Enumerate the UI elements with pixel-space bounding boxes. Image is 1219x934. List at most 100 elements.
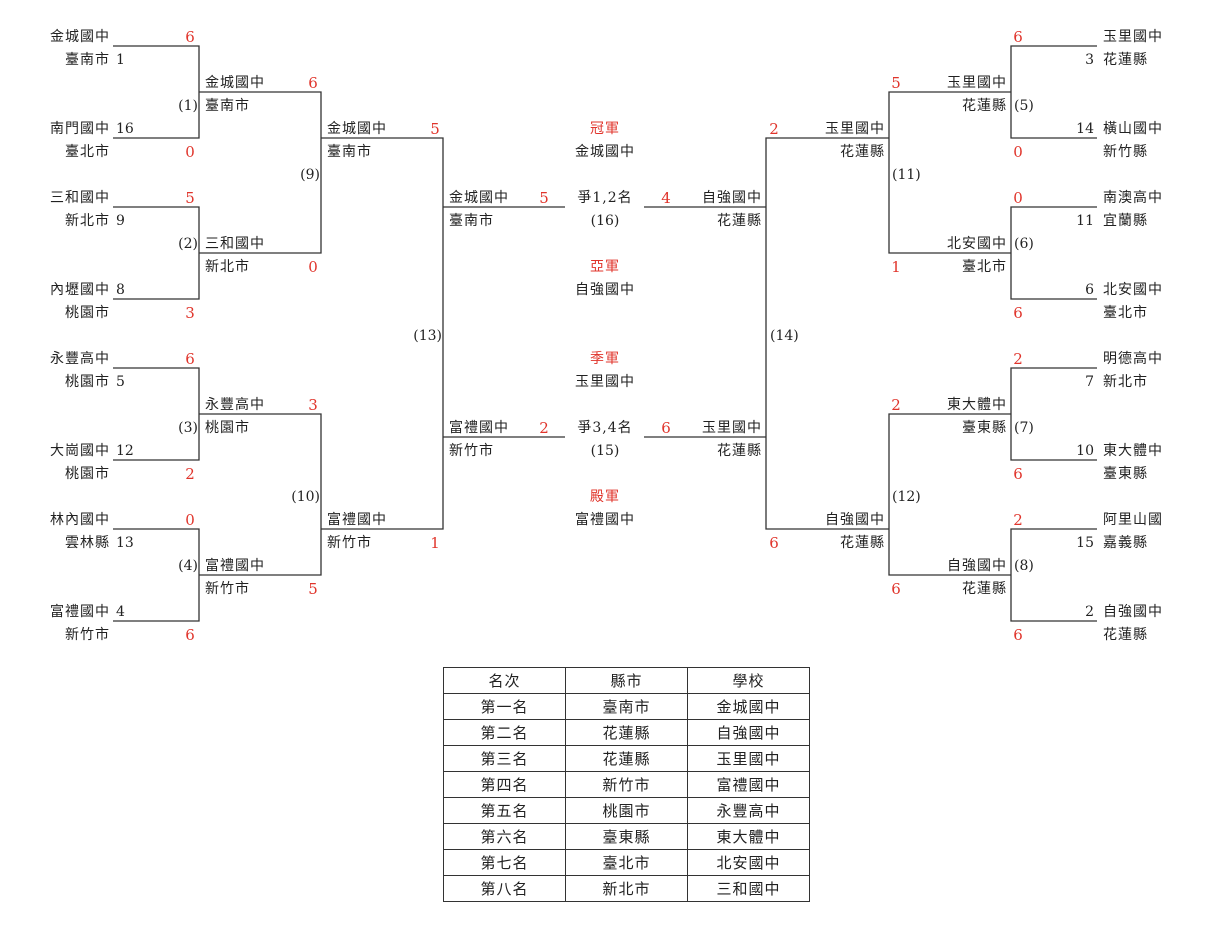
school-cell: 自強國中 — [687, 719, 810, 746]
team-seed: 6 — [1085, 282, 1094, 298]
team-score: 6 — [185, 626, 195, 644]
team-score: 0 — [185, 511, 195, 529]
team-score: 2 — [185, 465, 195, 483]
team-seed: 10 — [1076, 443, 1094, 459]
team-score: 3 — [185, 304, 195, 322]
rank-cell: 第八名 — [443, 875, 566, 902]
game-label: (6) — [1014, 236, 1034, 252]
team-school: 內壢國中 — [50, 282, 110, 298]
third-match-label: 爭3,4名 — [577, 420, 633, 436]
team-seed: 14 — [1076, 121, 1094, 137]
team-seed: 1 — [116, 52, 125, 68]
rank-cell: 第四名 — [443, 771, 566, 798]
game-label: (13) — [413, 328, 442, 344]
bracket-line — [199, 413, 322, 576]
bracket-line — [765, 137, 889, 530]
team-school: 富禮國中 — [449, 420, 509, 436]
game-label: (3) — [178, 420, 198, 436]
team-score: 6 — [1013, 28, 1023, 46]
game-label: (7) — [1014, 420, 1034, 436]
game-label: (15) — [590, 443, 620, 459]
bracket-line — [1010, 206, 1097, 253]
team-city: 臺南市 — [449, 213, 494, 229]
bracket-line — [113, 528, 200, 575]
team-school: 金城國中 — [449, 190, 509, 206]
team-seed: 7 — [1085, 374, 1094, 390]
team-city: 臺北市 — [65, 144, 110, 160]
game-label: (11) — [892, 167, 921, 183]
team-seed: 12 — [116, 443, 134, 459]
team-city: 新北市 — [205, 259, 250, 275]
rank-cell: 第七名 — [443, 849, 566, 876]
team-school: 北安國中 — [1103, 282, 1163, 298]
city-cell: 臺東縣 — [565, 823, 688, 850]
team-city: 臺東縣 — [962, 420, 1007, 436]
bracket-line — [321, 137, 444, 530]
team-city: 新北市 — [1103, 374, 1148, 390]
school-cell: 北安國中 — [687, 849, 810, 876]
team-score: 5 — [430, 120, 440, 138]
bracket-line — [113, 367, 200, 414]
team-school: 南門國中 — [50, 121, 110, 137]
team-school: 橫山國中 — [1103, 121, 1163, 137]
team-city: 花蓮縣 — [717, 213, 762, 229]
team-city: 花蓮縣 — [1103, 52, 1148, 68]
rank-cell: 第二名 — [443, 719, 566, 746]
team-school: 永豐高中 — [205, 397, 265, 413]
team-school: 阿里山國 — [1103, 512, 1163, 528]
bracket-line — [888, 91, 1011, 254]
table-row: 第七名 臺北市 北安國中 — [443, 849, 810, 876]
city-cell: 臺南市 — [565, 693, 688, 720]
column-header: 名次 — [443, 667, 566, 694]
table-row: 第六名 臺東縣 東大體中 — [443, 823, 810, 850]
game-label: (10) — [291, 489, 320, 505]
game-label: (16) — [590, 213, 620, 229]
team-score: 6 — [185, 350, 195, 368]
team-score: 2 — [769, 120, 779, 138]
team-city: 桃園市 — [65, 466, 110, 482]
tournament-bracket: 金城國中 臺南市 1 6 南門國中 16 臺北市 0 三和國中 新北市 9 5 … — [50, 28, 1163, 644]
team-city: 花蓮縣 — [1103, 627, 1148, 643]
team-city: 雲林縣 — [65, 535, 110, 551]
team-school: 金城國中 — [327, 121, 387, 137]
bracket-lines — [113, 45, 1097, 622]
bracket-line — [113, 206, 200, 253]
team-city: 新北市 — [65, 213, 110, 229]
team-score: 6 — [1013, 465, 1023, 483]
school-cell: 金城國中 — [687, 693, 810, 720]
city-cell: 花蓮縣 — [565, 719, 688, 746]
team-score: 2 — [1013, 350, 1023, 368]
final-match-label: 爭1,2名 — [577, 190, 633, 206]
team-score: 0 — [185, 143, 195, 161]
ranking-table: 名次 縣市 學校 第一名 臺南市 金城國中 第二名 花蓮縣 自強國中 第三名 花… — [443, 667, 810, 902]
bracket-line — [1010, 528, 1097, 575]
game-label: (12) — [892, 489, 921, 505]
team-school: 自強國中 — [947, 558, 1007, 574]
team-school: 金城國中 — [50, 29, 110, 45]
team-city: 臺北市 — [1103, 305, 1148, 321]
team-city: 臺南市 — [205, 98, 250, 114]
bracket-line — [1010, 253, 1097, 300]
team-city: 花蓮縣 — [962, 98, 1007, 114]
team-school: 南澳高中 — [1103, 190, 1163, 206]
team-school: 玉里國中 — [825, 121, 885, 137]
team-score: 6 — [769, 534, 779, 552]
team-score: 5 — [539, 189, 549, 207]
bracket-line — [1010, 367, 1097, 414]
team-school: 玉里國中 — [947, 75, 1007, 91]
city-cell: 新竹市 — [565, 771, 688, 798]
team-city: 新竹市 — [65, 627, 110, 643]
game-label: (5) — [1014, 98, 1034, 114]
fourth-school: 富禮國中 — [575, 512, 635, 528]
team-school: 自強國中 — [702, 190, 762, 206]
team-school: 富禮國中 — [205, 558, 265, 574]
game-label: (1) — [178, 98, 198, 114]
team-score: 0 — [1013, 143, 1023, 161]
column-header: 學校 — [687, 667, 810, 694]
team-school: 金城國中 — [205, 75, 265, 91]
team-city: 桃園市 — [205, 420, 250, 436]
team-seed: 5 — [116, 374, 125, 390]
team-school: 東大體中 — [947, 397, 1007, 413]
game-label: (4) — [178, 558, 198, 574]
team-city: 臺東縣 — [1103, 466, 1148, 482]
